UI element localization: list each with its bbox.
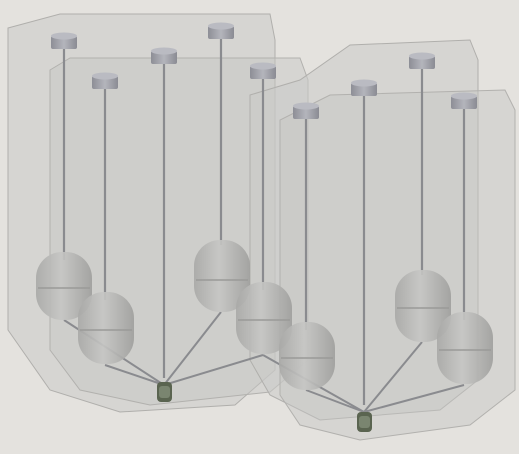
arm	[163, 311, 222, 386]
cap	[92, 72, 118, 89]
cap	[451, 92, 477, 109]
tank	[437, 312, 493, 384]
arm-group	[63, 311, 465, 413]
arm	[104, 364, 165, 386]
cap	[250, 62, 276, 79]
cap	[208, 22, 234, 39]
cap	[351, 79, 377, 96]
tank	[36, 252, 92, 320]
rod-group	[62, 38, 466, 405]
node-group	[157, 382, 372, 432]
tank	[395, 270, 451, 342]
tank	[236, 282, 292, 354]
tank-group	[36, 240, 493, 390]
cap	[293, 102, 319, 119]
arm	[363, 384, 465, 413]
tank	[78, 292, 134, 364]
tank	[194, 240, 250, 312]
cap	[51, 32, 77, 49]
tank	[279, 322, 335, 390]
cap-group	[51, 22, 477, 119]
central-node	[157, 382, 172, 402]
central-node	[357, 412, 372, 432]
cap	[409, 52, 435, 69]
arm	[163, 354, 264, 386]
arm	[305, 389, 365, 413]
arm	[363, 341, 423, 413]
cap	[151, 47, 177, 64]
